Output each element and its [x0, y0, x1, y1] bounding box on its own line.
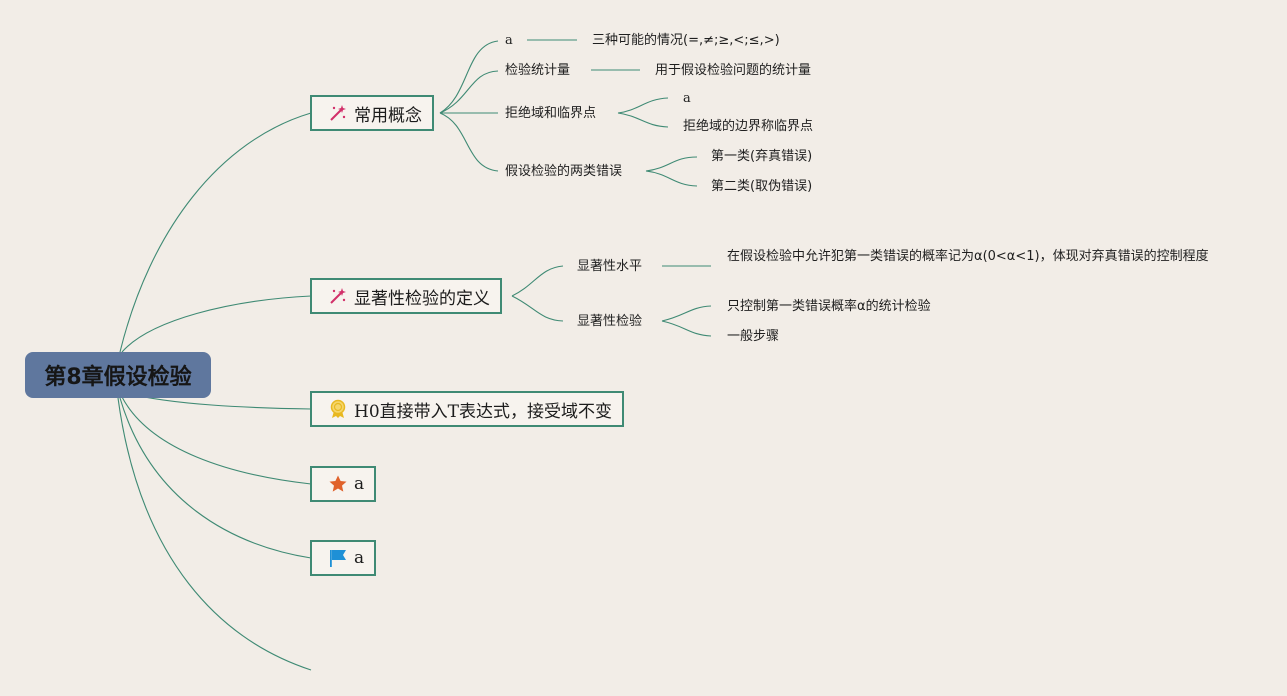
magic-wand-icon	[328, 103, 348, 123]
branch-a-star-label: a	[354, 474, 365, 494]
connector-root-b1	[119, 112, 312, 353]
connector-b1-a	[439, 40, 499, 114]
connector-root-b2	[121, 295, 312, 353]
connector-b1-stat	[439, 70, 499, 114]
magic-wand-icon	[328, 286, 348, 306]
topic-type-one-error[interactable]: 第一类(弃真错误)	[711, 149, 813, 164]
topic-significance-test-description[interactable]: 只控制第一类错误概率α的统计检验	[727, 299, 931, 314]
connector-reject-a	[617, 97, 669, 114]
connector-test-desc1	[661, 305, 712, 322]
flag-icon	[328, 548, 348, 568]
star-icon	[328, 474, 348, 494]
topic-type-two-error[interactable]: 第二类(取伪错误)	[711, 179, 813, 194]
branch-h0-substitution-label: H0直接带入T表达式，接受域不变	[354, 401, 612, 422]
connector-root-b4	[121, 396, 312, 485]
connector-test-desc2	[661, 320, 712, 337]
connector-errors-e2	[645, 170, 698, 187]
branch-a-star[interactable]: a	[310, 466, 377, 502]
connector-b2-test	[511, 295, 564, 322]
topic-rejection-region[interactable]: 拒绝域和临界点	[505, 106, 597, 121]
topic-significance-level[interactable]: 显著性水平	[577, 259, 643, 274]
connector-b1-errors	[439, 112, 499, 172]
branch-h0-substitution[interactable]: H0直接带入T表达式，接受域不变	[310, 391, 624, 427]
branch-a-flag-label: a	[354, 548, 365, 568]
topic-rejection-a[interactable]: a	[683, 91, 691, 106]
branch-common-concepts[interactable]: 常用概念	[310, 95, 434, 131]
root-topic[interactable]: 第8章假设检验	[25, 352, 211, 398]
branch-a-flag[interactable]: a	[310, 540, 377, 576]
topic-test-statistic[interactable]: 检验统计量	[505, 63, 571, 78]
root-topic-label: 第8章假设检验	[44, 365, 192, 390]
award-ribbon-icon	[328, 399, 348, 419]
connector-root-b5	[119, 397, 312, 559]
connector-reject-desc	[617, 112, 669, 128]
topic-general-steps[interactable]: 一般步骤	[727, 329, 780, 344]
topic-a-description[interactable]: 三种可能的情况(=,≠;≥,<;≤,>)	[592, 33, 780, 48]
topic-significance-test[interactable]: 显著性检验	[577, 314, 643, 329]
branch-significance-definition[interactable]: 显著性检验的定义	[310, 278, 502, 314]
branch-common-concepts-label: 常用概念	[354, 105, 422, 126]
connector-errors-e1	[645, 156, 698, 172]
connector-root-extra	[117, 397, 312, 671]
topic-significance-level-description[interactable]: 在假设检验中允许犯第一类错误的概率记为α(0<α<1)，体现对弃真错误的控制程度	[727, 249, 1209, 264]
branch-significance-definition-label: 显著性检验的定义	[354, 288, 490, 309]
topic-two-error-types[interactable]: 假设检验的两类错误	[505, 164, 623, 179]
topic-test-statistic-description[interactable]: 用于假设检验问题的统计量	[655, 63, 812, 78]
topic-rejection-description[interactable]: 拒绝域的边界称临界点	[683, 119, 814, 134]
topic-a[interactable]: a	[505, 33, 513, 48]
connector-b2-level	[511, 265, 564, 297]
